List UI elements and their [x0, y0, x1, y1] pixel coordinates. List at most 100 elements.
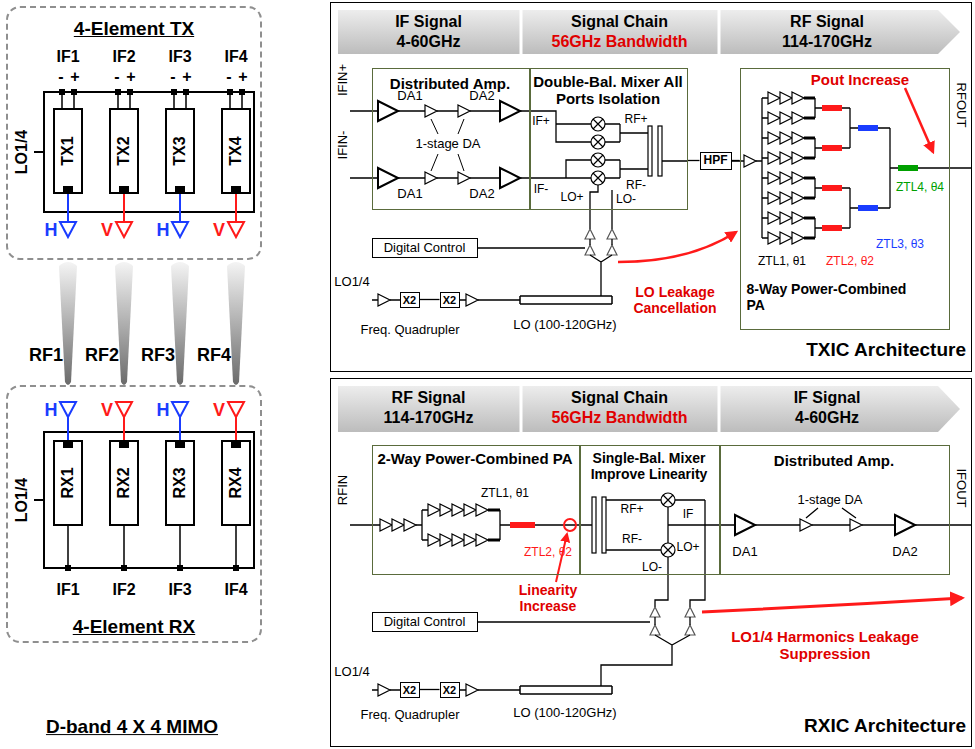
circuit-block: 8-Way Power-Combined PA: [740, 68, 950, 330]
rx-signal-chain: [466, 684, 478, 696]
signal-label: IF-: [534, 183, 549, 197]
tx-power-amplifier: [792, 192, 804, 204]
rx-signal-chain: [464, 534, 476, 546]
node-text: RF Signal: [338, 389, 520, 407]
tx-power-amplifier: [905, 88, 933, 152]
rx-signal-chain: [685, 625, 695, 635]
rx-array-drawing: [34, 402, 254, 571]
tx-power-amplifier: [858, 205, 878, 211]
signal-label: DA1: [397, 187, 422, 202]
signal-label: +: [126, 68, 135, 86]
node-text: TX4: [227, 136, 245, 165]
signal-label: -: [114, 68, 119, 86]
function-box: X2: [440, 292, 460, 308]
signal-label: LO1/4: [334, 275, 369, 290]
signal-flow-band: [521, 10, 719, 54]
tx-power-amplifier: [768, 152, 780, 164]
signal-label: H: [157, 220, 170, 241]
tx-power-amplifier: [780, 192, 792, 204]
signal-label: RF4: [197, 345, 231, 366]
tx-signal-chain: [350, 101, 736, 306]
rx-signal-chain: [564, 519, 576, 531]
signal-label: LO1/4: [13, 478, 31, 522]
node-text: Distributed Amp.: [373, 75, 528, 92]
rx-array-drawing: [121, 565, 127, 571]
tx-signal-chain: [658, 126, 662, 176]
signal-label: IFIN+: [336, 64, 351, 96]
node-text: X2: [443, 293, 456, 306]
node-text: HPF: [704, 154, 728, 168]
rx-signal-chain: [428, 534, 440, 546]
signal-label: LO+: [560, 191, 583, 205]
rx-array-drawing: [34, 499, 44, 501]
tx-array-drawing: [34, 151, 44, 153]
rx-signal-chain: [755, 508, 972, 525]
signal-label: +: [182, 68, 191, 86]
signal-label: ZTL3, θ3: [876, 238, 924, 252]
tx-signal-chain: [378, 168, 398, 188]
rf-beam: [171, 262, 189, 385]
rx-signal-chain: [800, 519, 812, 531]
rx-signal-chain: [440, 504, 452, 516]
signal-label: IF2: [112, 48, 135, 66]
rx-signal-chain: [478, 617, 690, 686]
signal-label: RF3: [141, 345, 175, 366]
node-text: Digital Control: [384, 240, 466, 255]
rx-array-drawing: [65, 565, 71, 571]
signal-label: -: [170, 68, 175, 86]
rx-signal-chain: [464, 504, 476, 516]
tx-power-amplifier: [768, 212, 780, 224]
function-box: X2: [400, 682, 420, 698]
node-text: X2: [403, 293, 416, 306]
node-text: Digital Control: [384, 614, 466, 629]
node-text: 8-Way Power-Combined PA: [747, 281, 907, 313]
transceiver-element: RX1: [53, 440, 83, 526]
rx-signal-chain: [735, 515, 755, 535]
transceiver-element: TX1: [53, 108, 83, 194]
signal-label: D-band 4 X 4 MIMO: [46, 716, 218, 738]
signal-band: Signal Chain56GHz Bandwidth: [522, 10, 718, 54]
rx-signal-chain: [650, 625, 660, 635]
signal-label: IF3: [168, 48, 191, 66]
node-text: 4-60GHz: [338, 33, 520, 51]
tx-array-drawing: [44, 92, 254, 212]
circuit-block: Double-Bal. Mixer All Ports Isolation: [530, 68, 688, 210]
node-text: 2-Way Power-Combined PA: [373, 450, 578, 467]
transceiver-element: RX4: [221, 440, 251, 526]
rx-signal-chain: [685, 607, 695, 617]
tx-power-amplifier: [780, 112, 792, 124]
tx-signal-chain: [458, 105, 470, 117]
tx-signal-chain: [618, 232, 736, 262]
signal-label: DA1: [397, 89, 422, 104]
tx-signal-chain: [585, 229, 595, 239]
signal-label: ZTL2, θ2: [524, 546, 572, 560]
array-group: 4-Element RXRX1RX2RX3RX4: [6, 385, 262, 643]
node-text: Double-Bal. Mixer All Ports Isolation: [533, 73, 684, 108]
rf-beam: [227, 262, 245, 385]
function-box: X2: [400, 292, 420, 308]
wire-connector: [420, 689, 440, 690]
tx-signal-chain: [591, 135, 605, 149]
tx-signal-chain: [591, 171, 605, 185]
rf-beam: [59, 262, 245, 385]
rx-signal-chain: [661, 543, 675, 557]
signal-label: 1-stage DA: [797, 493, 862, 508]
tx-array-drawing: [127, 89, 133, 95]
tx-power-amplifier: [822, 225, 842, 231]
rx-signal-chain: [476, 504, 488, 516]
signal-label: H: [45, 220, 58, 241]
signal-label: Freq. Quadrupler: [361, 708, 460, 723]
function-box: HPF: [700, 152, 732, 170]
signal-label: ZTL4, θ4: [896, 181, 944, 195]
rx-signal-chain: [592, 497, 596, 553]
tx-power-amplifier: [898, 165, 918, 171]
node-text: TXIC Architecture: [771, 339, 966, 361]
rx-signal-chain: [476, 534, 488, 546]
signal-label: DA2: [469, 89, 494, 104]
signal-label: LO-: [642, 561, 662, 575]
node-text: IF Signal: [720, 389, 935, 407]
signal-band: RF Signal114-170GHz: [338, 386, 520, 430]
signal-label: DA2: [892, 545, 917, 560]
rx-signal-chain: [602, 497, 606, 553]
tx-signal-chain: [425, 105, 437, 117]
